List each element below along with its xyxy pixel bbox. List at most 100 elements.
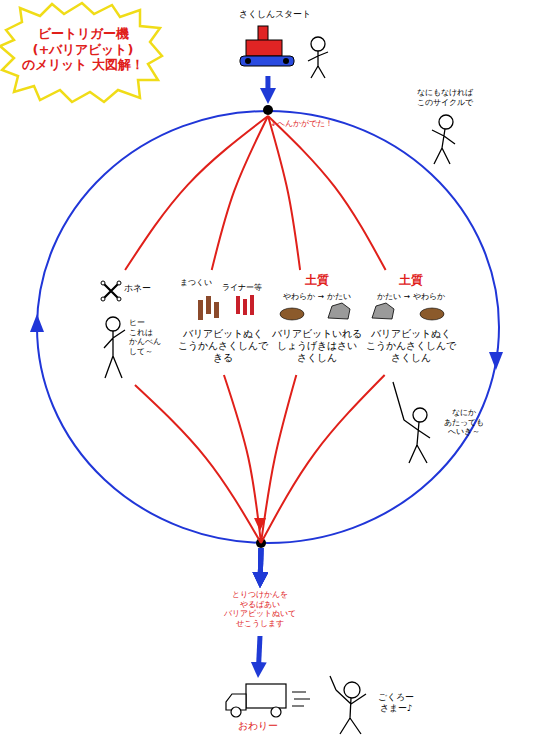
connector-line <box>265 76 270 94</box>
flow-connector <box>135 385 261 578</box>
connector-line <box>258 548 264 578</box>
bone-end <box>101 297 105 301</box>
connector-line <box>224 375 261 543</box>
truck-wheel <box>231 707 241 717</box>
figure-body <box>393 382 430 463</box>
bone <box>104 284 118 298</box>
stick-figure <box>330 676 366 734</box>
stick-figure <box>104 317 125 378</box>
node-text: ↓へんかがでた！ <box>270 119 354 129</box>
connector-line <box>258 548 264 578</box>
soft-soil <box>420 308 444 320</box>
connector-line <box>258 548 264 578</box>
connector-line <box>212 116 268 270</box>
connector-line <box>125 116 268 270</box>
title-text: ビートリガー機 (+バリアビット) のメリット 大図解！ <box>14 26 152 73</box>
pile <box>198 300 203 320</box>
flow-connector <box>212 116 268 270</box>
node-text: バリアビットぬく こうかんさくしんで さくしん <box>365 328 457 364</box>
connector-line <box>261 375 296 543</box>
truck-wheel <box>271 707 281 717</box>
node-text: さくしんスタート <box>222 9 328 20</box>
figure-body <box>308 51 328 78</box>
case-node: ホネーヒー これは かんべんして～ <box>100 270 176 385</box>
pile <box>206 296 211 314</box>
junction-dot: ↓へんかがでた！ <box>262 104 274 116</box>
connector-line <box>261 375 385 543</box>
drill-rig <box>240 26 294 66</box>
speech-note: なにか あたっても へいき～ <box>442 408 486 437</box>
connector-line <box>268 116 386 270</box>
stick-figure <box>393 382 430 463</box>
node-text: やわらか → かたい <box>271 292 363 301</box>
note-node: とりつけかんを やるばあい バリアビットぬいて せこうします <box>220 588 300 636</box>
speech-note: なにもなければ このサイクルで <box>414 88 476 107</box>
figure-head <box>413 408 427 422</box>
connector-line <box>258 548 264 578</box>
soft-soil <box>280 308 304 320</box>
end-node: おわりー <box>222 678 294 736</box>
cycle-arrow <box>489 352 503 370</box>
drill-wheel <box>245 58 251 64</box>
drill-track <box>240 56 294 66</box>
stick-figure <box>308 37 328 78</box>
pile <box>214 302 219 318</box>
flow-connector <box>260 375 384 578</box>
liner <box>236 296 240 314</box>
liner-icon <box>236 295 254 315</box>
flow-connector <box>258 636 260 668</box>
connector-line <box>135 385 261 543</box>
figure-body <box>330 676 366 734</box>
junction-outline <box>262 104 274 116</box>
cycle-arrow <box>30 314 44 332</box>
case-node: 土質やわらか → かたいバリアビットいれる しょうげきはさい さくしん <box>270 270 364 375</box>
bone-end <box>117 281 121 285</box>
node-text: ヒー これは かんべんして～ <box>129 318 165 356</box>
flow-connector <box>260 375 296 578</box>
node-text: かたい → やわらか <box>365 292 457 301</box>
figure-head <box>311 37 325 51</box>
speech-note: ごくろー さまー♪ <box>372 692 420 714</box>
bone-icon <box>101 281 121 301</box>
liner <box>250 295 254 315</box>
start-node: さくしんスタート <box>220 8 330 76</box>
figure-body <box>104 330 125 378</box>
figure-body <box>432 129 455 164</box>
case-node: 土質かたい → やわらかバリアビットぬく こうかんさくしんで さくしん <box>364 270 458 375</box>
bone-end <box>117 297 121 301</box>
node-text: ライナー等 <box>222 283 268 293</box>
bone-end <box>101 281 105 285</box>
node-text: おわりー <box>224 720 292 732</box>
node-text: バリアビットぬく こうかんさくしんで きる <box>177 328 269 364</box>
drill-body <box>246 40 282 56</box>
merge-dot <box>256 538 266 548</box>
case-node: まつくいライナー等バリアビットぬく こうかんさくしんで きる <box>176 270 270 375</box>
flow-connector <box>125 116 268 270</box>
hard-rock <box>328 303 350 319</box>
flow-connector <box>268 116 300 270</box>
connector-line <box>268 116 300 270</box>
hard-rock <box>372 303 394 319</box>
title-starburst <box>0 3 162 102</box>
node-text: ホネー <box>124 283 160 294</box>
node-text: バリアビットいれる しょうげきはさい さくしん <box>271 328 363 364</box>
figure-head <box>344 682 360 698</box>
merge-arrowhead <box>254 518 266 531</box>
flow-connector <box>267 76 268 94</box>
liner <box>243 299 247 315</box>
truck-icon <box>226 684 310 717</box>
figure-head <box>439 115 453 129</box>
drill-wheel <box>283 58 289 64</box>
speed-lines <box>292 692 310 706</box>
figure-head <box>106 317 120 331</box>
connector-line <box>258 636 260 668</box>
node-text: 土質 <box>377 273 445 287</box>
node-text: 土質 <box>283 273 351 287</box>
node-text: まつくい <box>180 278 220 288</box>
flow-connector <box>224 375 261 578</box>
node-text: とりつけかんを やるばあい バリアビットぬいて せこうします <box>221 590 299 628</box>
stick-figure <box>432 115 455 164</box>
pine-pile-icon <box>198 296 219 320</box>
